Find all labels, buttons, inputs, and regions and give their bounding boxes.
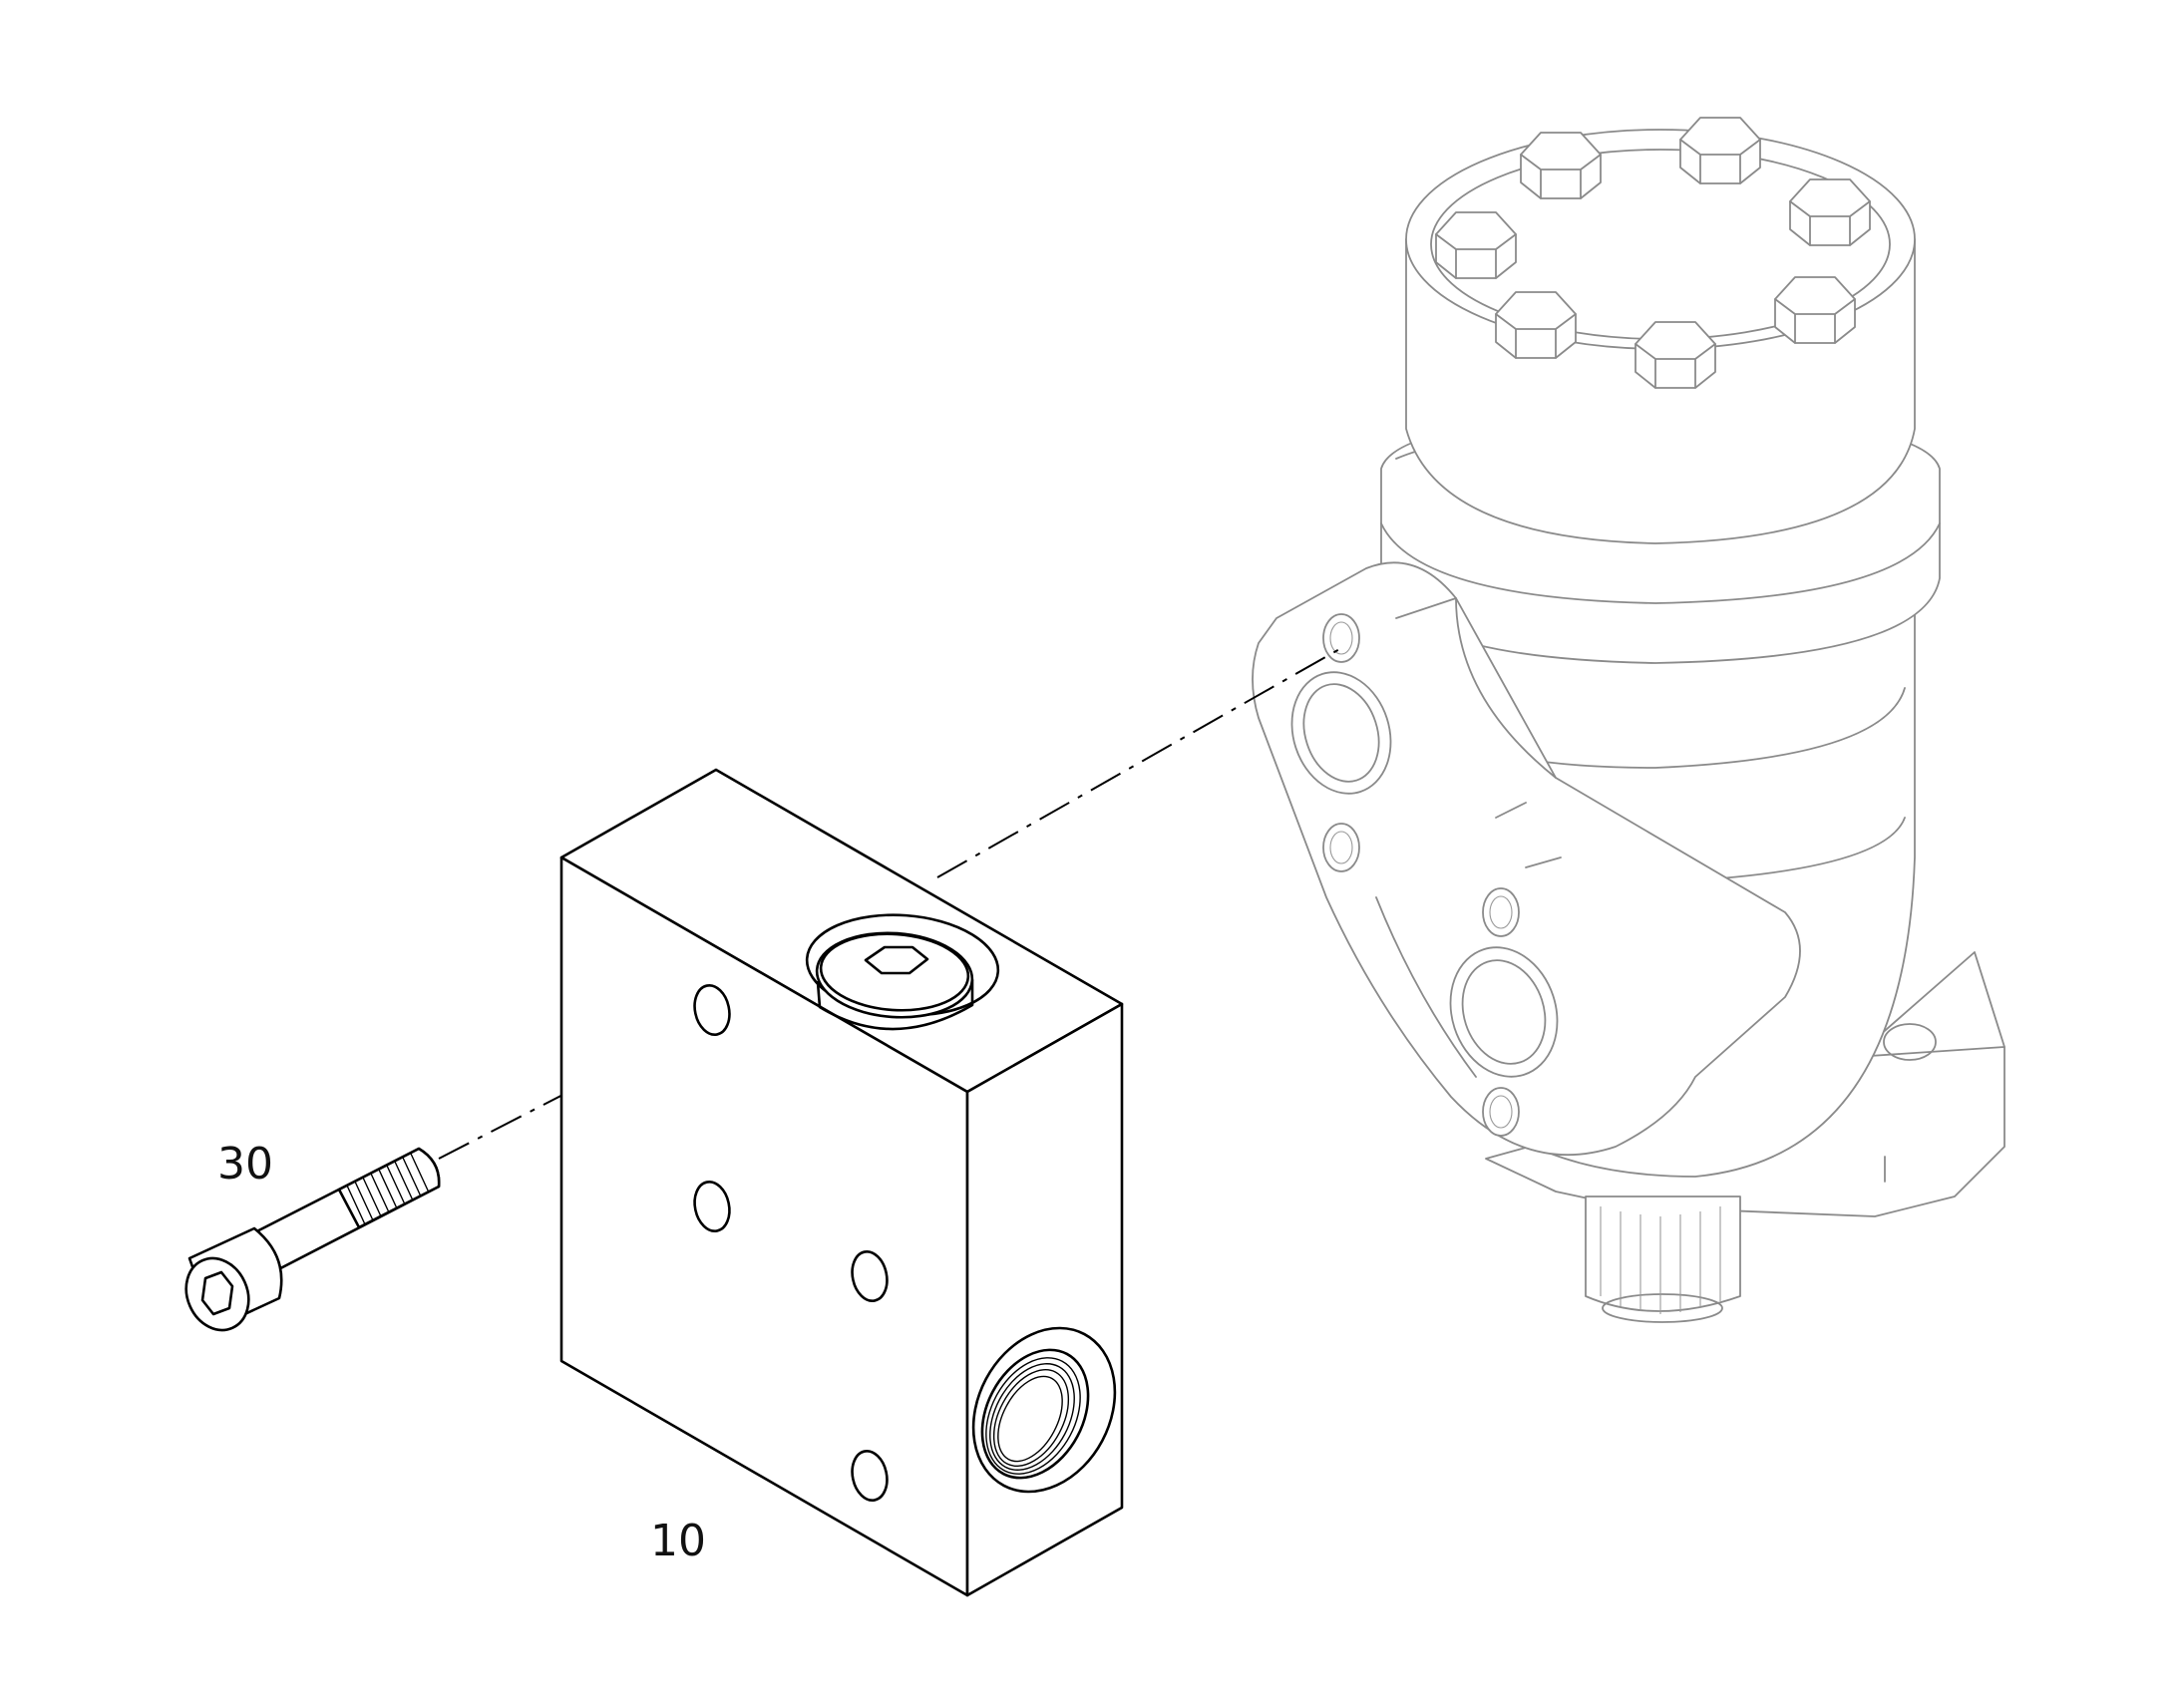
callout-10: 10 xyxy=(650,1516,706,1566)
valve-block xyxy=(559,768,1124,1597)
socket-head-cap-screw xyxy=(184,1147,441,1332)
threaded-port xyxy=(971,1326,1117,1494)
hydraulic-motor xyxy=(1252,117,2005,1323)
cap-bolts xyxy=(1435,117,1871,389)
callout-30: 30 xyxy=(217,1139,273,1190)
hex-socket-plug xyxy=(805,913,1000,1031)
alignment-line-block-to-motor xyxy=(936,647,1342,878)
